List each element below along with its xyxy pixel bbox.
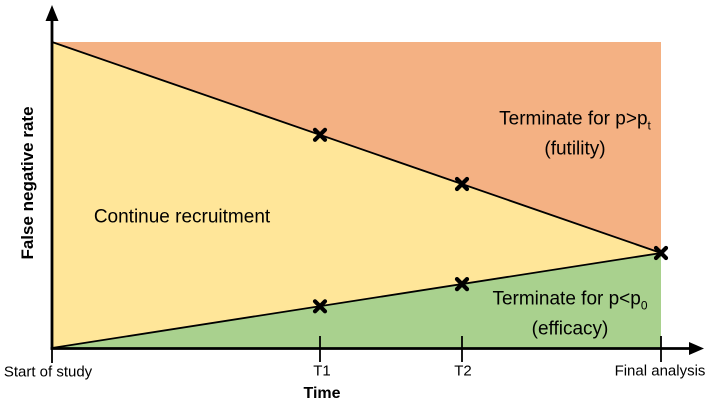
y-axis-arrowhead-icon (45, 5, 59, 21)
futility-region-label-line2: (futility) (544, 138, 606, 160)
x-tick-label-t2: T2 (454, 362, 472, 380)
futility-region-label: Terminate for p>pt (futility) (499, 108, 651, 161)
x-tick-label-final-analysis: Final analysis (614, 362, 706, 380)
x-tick-label-t1: T1 (313, 362, 331, 380)
continue-region-shape (52, 42, 661, 348)
x-axis-arrowhead-icon (689, 342, 704, 355)
x-axis-title: Time (303, 385, 341, 402)
futility-boundary-line (51, 41, 662, 254)
efficacy-region-label: Terminate for p<p0 (efficacy) (492, 288, 647, 341)
marker-futility-t1 (312, 127, 328, 142)
marker-efficacy-t2 (454, 277, 470, 292)
futility-subscript: t (647, 118, 651, 133)
futility-region-label-line1: Terminate for p>pt (499, 108, 651, 133)
marker-efficacy-t1 (312, 299, 328, 314)
efficacy-boundary-line (51, 252, 662, 349)
efficacy-subscript: 0 (640, 298, 648, 313)
efficacy-region-label-line2: (efficacy) (531, 318, 609, 340)
marker-futility-t2 (454, 176, 470, 192)
marker-final-convergence (653, 245, 669, 261)
continue-region-label: Continue recruitment (93, 206, 271, 228)
x-tick-label-start-of-study: Start of study (3, 363, 93, 381)
efficacy-region-label-line1: Terminate for p<p0 (492, 288, 648, 313)
y-axis-title: False negative rate (18, 106, 37, 260)
